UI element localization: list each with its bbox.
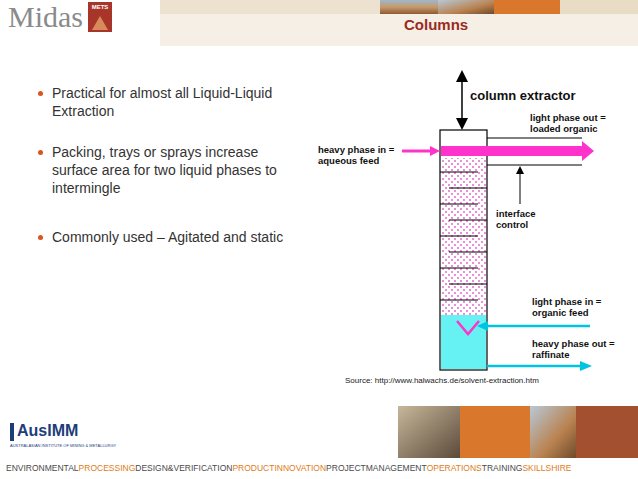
stream-label: light phase out = loaded organic bbox=[530, 112, 630, 134]
diagram-heading: column extractor bbox=[470, 88, 575, 103]
stream-label: heavy phase in = aqueous feed bbox=[318, 144, 400, 166]
bullet-text: Practical for almost all Liquid-Liquid E… bbox=[52, 84, 287, 120]
stream-label: interface control bbox=[496, 208, 556, 230]
stream-label: heavy phase out = raffinate bbox=[532, 338, 632, 360]
slide-title: Columns bbox=[404, 16, 468, 33]
bullet-dot bbox=[38, 235, 43, 240]
footer-word: PRODUCTINNOVATION bbox=[232, 463, 326, 474]
footer-strip: ENVIRONMENTALPROCESSINGDESIGN&VERIFICATI… bbox=[6, 463, 572, 474]
footer-word: ENVIRONMENTAL bbox=[6, 463, 79, 474]
footer-word: DESIGN&VERIFICATION bbox=[135, 463, 232, 474]
bullet-dot bbox=[38, 150, 43, 155]
logo-text: AusIMM bbox=[17, 422, 78, 440]
logo-text: Midas bbox=[8, 0, 83, 34]
footer-word: PROCESSING bbox=[79, 463, 136, 474]
footer-word: TRAINING bbox=[482, 463, 523, 474]
footer-word: OPERATIONS bbox=[427, 463, 482, 474]
bullet-text: Packing, trays or sprays increase surfac… bbox=[52, 143, 287, 197]
footer-word: PROJECTMANAGEMENT bbox=[326, 463, 427, 474]
bullet-dot bbox=[38, 91, 43, 96]
bullet-text: Commonly used – Agitated and static bbox=[52, 228, 287, 246]
stream-label: light phase in = organic feed bbox=[532, 296, 632, 318]
source-note: Source: http://www.halwachs.de/solvent-e… bbox=[345, 376, 539, 385]
logo-badge: METS bbox=[88, 4, 112, 10]
footer-word: SKILLSHIRE bbox=[522, 463, 571, 474]
logo-subtitle: AUSTRALASIAN INSTITUTE OF MINING & METAL… bbox=[10, 443, 116, 448]
